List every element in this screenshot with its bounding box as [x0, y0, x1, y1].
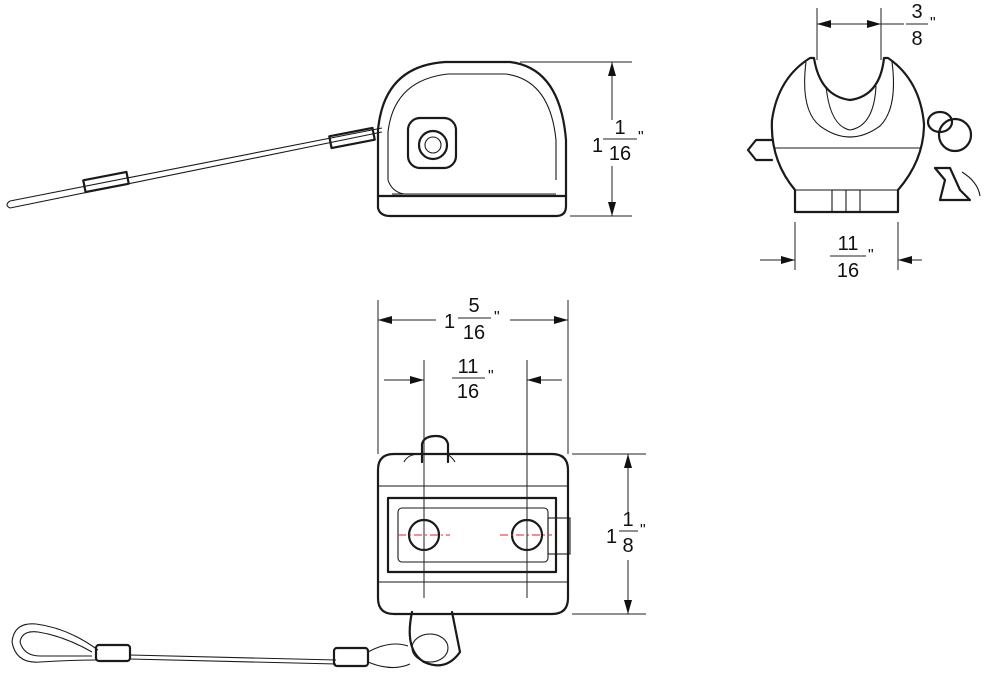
top-length-dimension: 1 5 16 " — [377, 295, 569, 454]
top-width-dimension: 1 1 8 " — [572, 453, 646, 615]
top-width-num: 1 — [622, 509, 633, 531]
front-view-body — [746, 56, 981, 214]
side-view-cable — [6, 126, 383, 209]
front-slot-unit: " — [930, 15, 936, 32]
top-length-whole: 1 — [444, 311, 455, 333]
side-height-dimension: 1 1 16 " — [520, 61, 644, 217]
top-view-pin — [420, 434, 450, 464]
front-slot-dimension: 3 8 " — [816, 1, 936, 60]
top-spacing-unit: " — [488, 368, 494, 385]
side-view-body — [376, 60, 568, 218]
front-width-den: 16 — [837, 260, 859, 282]
side-height-whole: 1 — [592, 135, 603, 157]
side-height-num: 1 — [614, 117, 625, 139]
front-width-num: 11 — [838, 233, 859, 255]
top-length-unit: " — [494, 309, 500, 326]
side-height-unit: " — [638, 129, 644, 146]
front-view: 3 8 " 11 16 " — [746, 1, 981, 282]
side-view: 1 1 16 " — [6, 60, 644, 218]
front-width-dimension: 11 16 " — [760, 222, 922, 282]
front-slot-den: 8 — [911, 28, 922, 50]
top-width-unit: " — [640, 522, 646, 539]
top-view-body — [376, 452, 571, 616]
top-spacing-num: 11 — [458, 356, 479, 378]
front-slot-num: 3 — [911, 1, 922, 23]
top-view: 1 5 16 " 11 16 " 1 1 — [11, 295, 646, 669]
top-view-cable — [11, 610, 462, 669]
top-length-den: 16 — [463, 322, 485, 344]
top-spacing-den: 16 — [457, 381, 479, 403]
top-width-whole: 1 — [606, 526, 617, 548]
top-hole-spacing-dimension: 11 16 " — [384, 356, 562, 598]
top-length-num: 5 — [468, 295, 479, 317]
front-width-unit: " — [868, 247, 874, 264]
side-height-den: 16 — [609, 143, 631, 165]
top-width-den: 8 — [622, 535, 633, 557]
